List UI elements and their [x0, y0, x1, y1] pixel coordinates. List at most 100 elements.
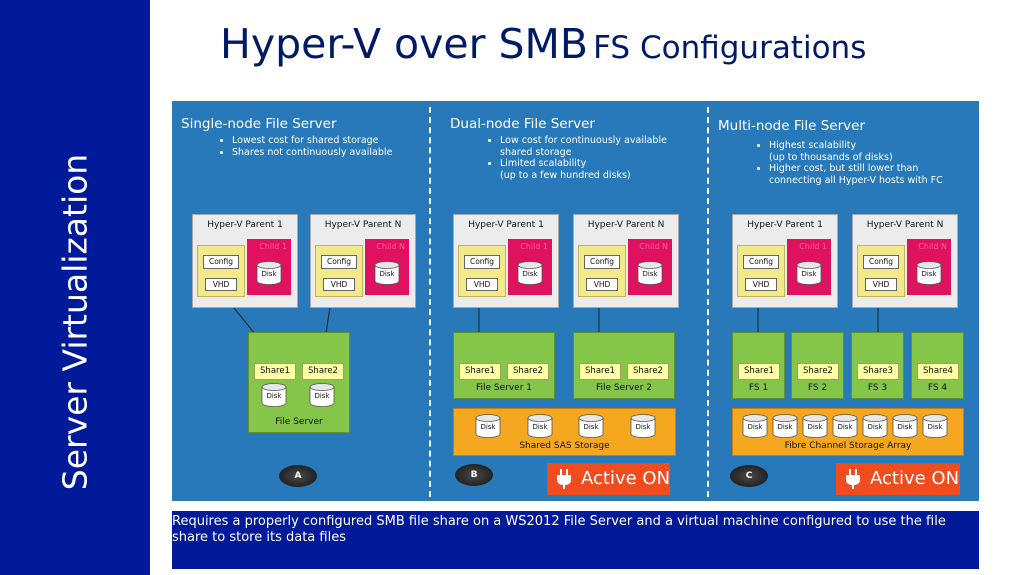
hyperv-parent-n-host: Hyper-V Parent N Config VHD Child N Disk [310, 214, 416, 308]
fs-label: FS 2 [807, 383, 828, 393]
host-label: Hyper-V Parent 1 [207, 220, 283, 230]
config-panel: Config VHD [737, 245, 785, 297]
file-server-label: File Server 2 [595, 383, 653, 393]
bullet: Limited scalability (up to a few hundred… [500, 158, 722, 181]
disk-icon: Disk [260, 383, 288, 407]
host-label: Hyper-V Parent N [866, 220, 944, 230]
config-panel: Config VHD [458, 245, 506, 297]
disk-icon: Disk [516, 261, 544, 285]
disk-icon: Disk [741, 414, 769, 438]
share2-box: Share2 [302, 363, 344, 380]
fs-label: FS 4 [927, 383, 948, 393]
config-panel: Config VHD [315, 245, 363, 297]
file-server: Share1 Share2 Disk Disk File Server [248, 332, 350, 433]
disk-icon: Disk [861, 414, 889, 438]
file-server-1: Share1 Share2 File Server 1 [453, 332, 555, 399]
hyperv-parent-1-host: Hyper-V Parent 1 Config VHD Child 1 Disk [732, 214, 838, 308]
child-vm: Child 1 Disk [247, 239, 291, 295]
bullet: Lowest cost for shared storage [232, 135, 442, 147]
child-vm: Child N Disk [365, 239, 409, 295]
section-bullets-multi: Highest scalability (up to thousands of … [751, 140, 979, 186]
config-panel: Config VHD [197, 245, 245, 297]
share1-box: Share1 [579, 363, 621, 380]
disk-icon: Disk [636, 261, 664, 285]
section-bullets-dual: Low cost for continuously available shar… [482, 135, 722, 181]
vhd-box: VHD [323, 278, 355, 291]
hyperv-parent-1-host: Hyper-V Parent 1 Config VHD Child 1 Disk [192, 214, 298, 308]
title-sub: FS Configurations [593, 30, 867, 66]
share4-box: Share4 [917, 363, 959, 380]
share1-box: Share1 [738, 363, 780, 380]
fs-1: Share1 FS 1 [732, 332, 785, 399]
vhd-box: VHD [745, 278, 777, 291]
section-divider [707, 107, 709, 497]
hyperv-parent-n-host: Hyper-V Parent N Config VHD Child N Disk [852, 214, 958, 308]
storage-label: Shared SAS Storage [519, 441, 610, 451]
disk-icon: Disk [474, 414, 502, 438]
section-title-multi: Multi-node File Server [718, 118, 866, 134]
vhd-box: VHD [466, 278, 498, 291]
host-label: Hyper-V Parent 1 [747, 220, 823, 230]
hyperv-parent-n-host: Hyper-V Parent N Config VHD Child N Disk [573, 214, 679, 308]
config-box: Config [203, 255, 239, 269]
child-label: Child N [639, 242, 668, 251]
fs-4: Share4 FS 4 [911, 332, 964, 399]
child-label: Child N [918, 242, 947, 251]
vhd-box: VHD [865, 278, 897, 291]
host-label: Hyper-V Parent N [324, 220, 402, 230]
section-divider [429, 107, 431, 497]
disk-icon: Disk [831, 414, 859, 438]
fs-label: FS 1 [748, 383, 769, 393]
child-vm: Child N Disk [907, 239, 951, 295]
config-box: Config [464, 255, 500, 269]
fs-2: Share2 FS 2 [791, 332, 844, 399]
disk-icon: Disk [526, 414, 554, 438]
disk-icon: Disk [577, 414, 605, 438]
section-title-single: Single-node File Server [181, 116, 337, 132]
disk-icon: Disk [921, 414, 949, 438]
bullet: Shares not continuously available [232, 147, 442, 159]
vhd-box: VHD [205, 278, 237, 291]
file-server-label: File Server 1 [475, 383, 533, 393]
host-label: Hyper-V Parent N [587, 220, 665, 230]
child-label: Child 1 [799, 242, 827, 251]
disk-icon: Disk [801, 414, 829, 438]
disk-icon: Disk [629, 414, 657, 438]
shared-sas-storage: Disk Disk Disk Disk Shared SAS Storage [453, 408, 676, 456]
disk-icon: Disk [771, 414, 799, 438]
share2-box: Share2 [797, 363, 839, 380]
config-box: Config [743, 255, 779, 269]
host-label: Hyper-V Parent 1 [468, 220, 544, 230]
config-box: Config [863, 255, 899, 269]
share2-box: Share2 [507, 363, 549, 380]
sidebar-label: Server Virtualization [55, 153, 95, 491]
active-on-badge: Active ON [547, 463, 670, 495]
caption-text: Requires a properly configured SMB file … [172, 514, 946, 545]
bullet: Low cost for continuously available shar… [500, 135, 722, 158]
bullet: Higher cost, but still lower than connec… [769, 163, 979, 186]
child-vm: Child 1 Disk [787, 239, 831, 295]
fs-label: FS 3 [867, 383, 888, 393]
fs-3: Share3 FS 3 [851, 332, 904, 399]
child-label: Child N [376, 242, 405, 251]
disk-icon: Disk [891, 414, 919, 438]
child-vm: Child 1 Disk [508, 239, 552, 295]
badge-a: A [279, 465, 317, 487]
active-on-badge: Active ON [836, 463, 960, 495]
disk-icon: Disk [373, 261, 401, 285]
fibre-channel-storage-array: Disk Disk Disk Disk Disk Disk Disk Fibre… [732, 408, 964, 456]
child-label: Child 1 [259, 242, 287, 251]
caption: Requires a properly configured SMB file … [172, 511, 979, 569]
section-bullets-single: Lowest cost for shared storage Shares no… [214, 135, 442, 158]
hyperv-parent-1-host: Hyper-V Parent 1 Config VHD Child 1 Disk [453, 214, 559, 308]
config-panel: Config VHD [578, 245, 626, 297]
badge-c: C [730, 465, 768, 487]
bullet: Highest scalability (up to thousands of … [769, 140, 979, 163]
badge-b: B [455, 464, 493, 486]
share1-box: Share1 [459, 363, 501, 380]
file-server-label: File Server [275, 417, 323, 427]
child-vm: Child N Disk [628, 239, 672, 295]
page-title: Hyper-V over SMB FS Configurations [220, 20, 866, 68]
storage-label: Fibre Channel Storage Array [784, 441, 912, 451]
disk-icon: Disk [915, 261, 943, 285]
